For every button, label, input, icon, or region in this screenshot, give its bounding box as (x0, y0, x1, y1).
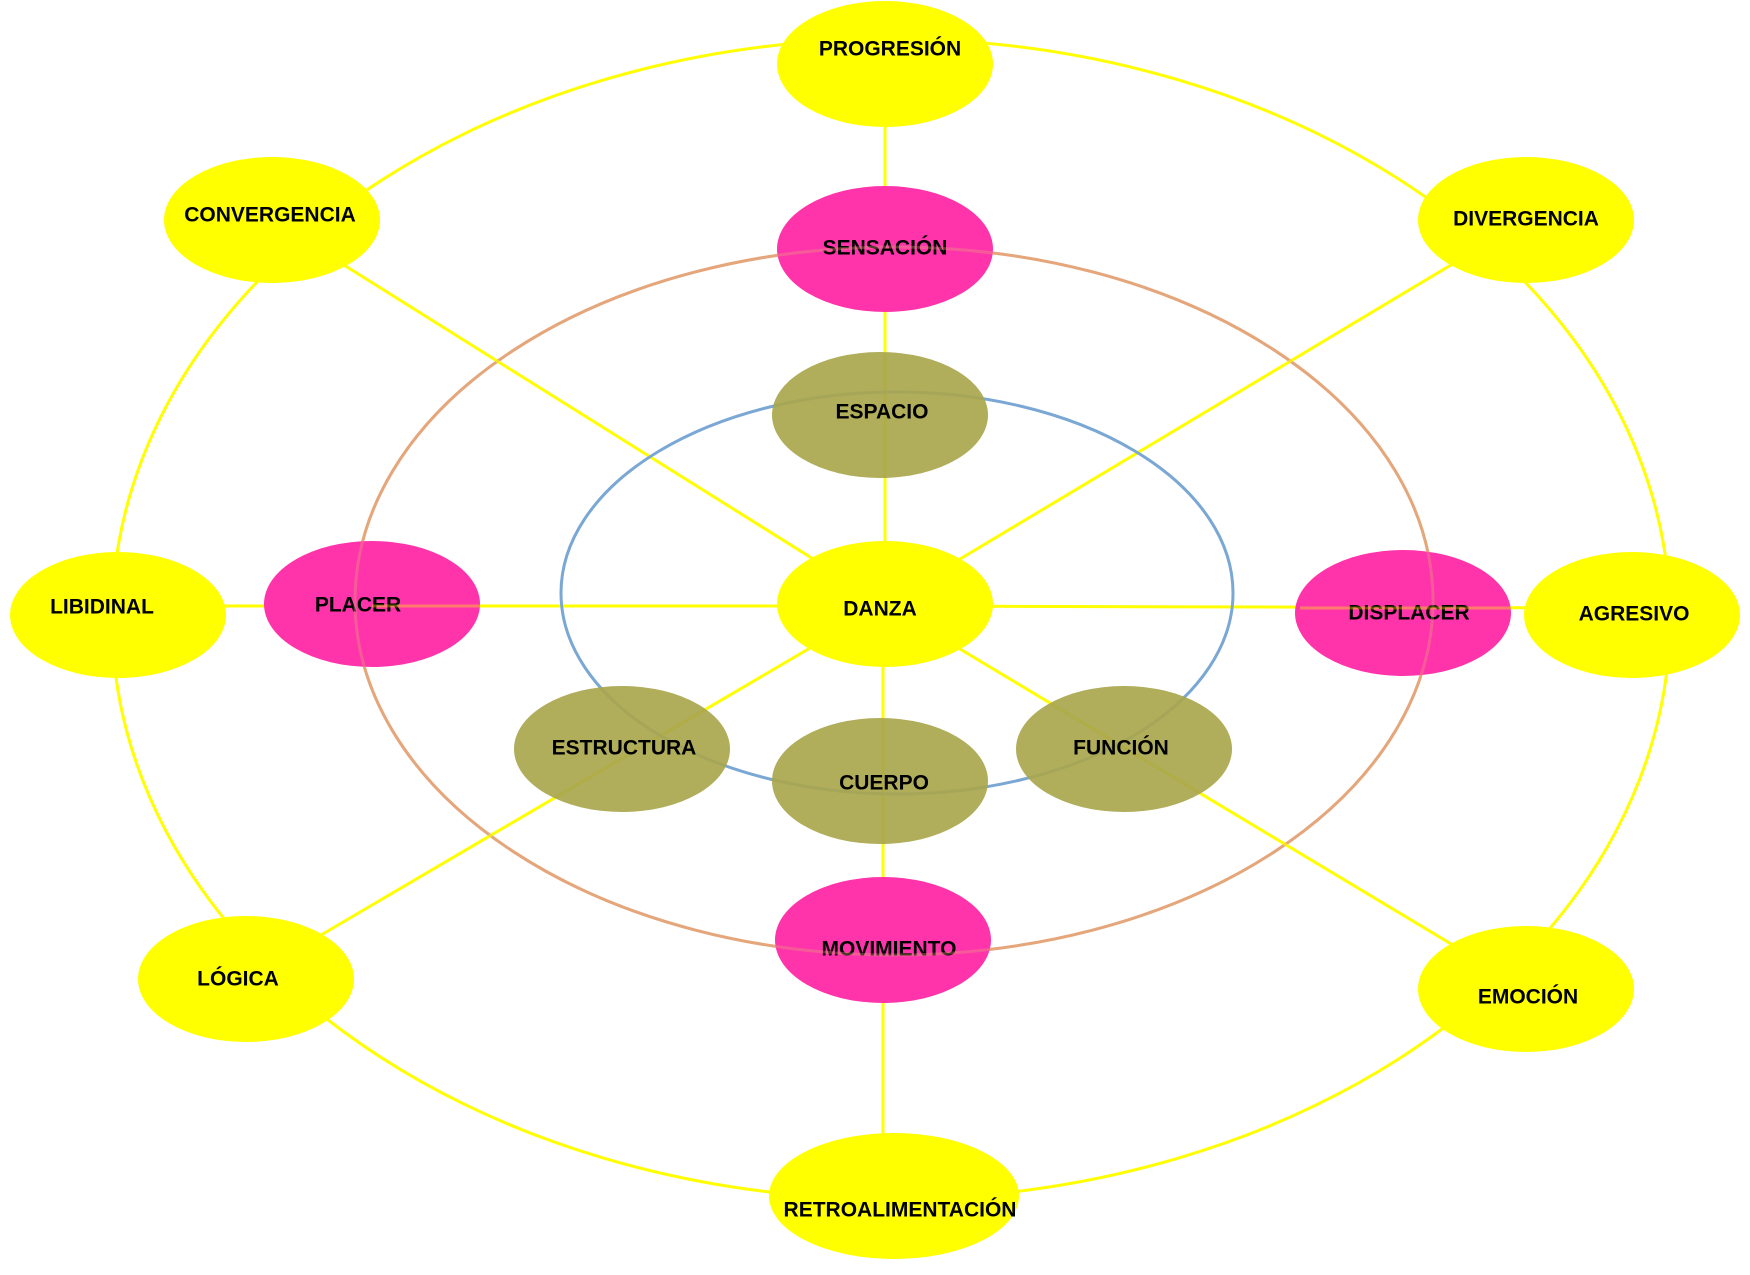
middle-nodes: SENSACIÓN PLACER DISPLACER MOVIMIENTO (264, 186, 1511, 1003)
inner-nodes: ESPACIO ESTRUCTURA CUERPO FUNCIÓN (514, 352, 1232, 844)
node-displacer[interactable]: DISPLACER (1295, 550, 1511, 676)
node-label: LÓGICA (197, 967, 279, 991)
node-progresion[interactable]: PROGRESIÓN (777, 1, 993, 127)
node-danza[interactable]: DANZA (777, 541, 993, 667)
node-sensacion[interactable]: SENSACIÓN (777, 186, 993, 312)
node-funcion[interactable]: FUNCIÓN (1016, 686, 1232, 812)
outer-nodes: PROGRESIÓN CONVERGENCIA DIVERGENCIA LIBI… (10, 1, 1740, 1259)
node-label: FUNCIÓN (1073, 736, 1169, 760)
node-espacio[interactable]: ESPACIO (772, 352, 988, 478)
node-label: CUERPO (839, 772, 929, 795)
node-label: AGRESIVO (1579, 603, 1690, 626)
node-label: DISPLACER (1348, 602, 1469, 625)
node-estructura[interactable]: ESTRUCTURA (514, 686, 730, 812)
node-label: DANZA (843, 598, 917, 621)
spoke-agresivo (884, 604, 1633, 610)
spoke-convergencia (271, 218, 886, 606)
node-label: DIVERGENCIA (1453, 208, 1599, 231)
node-label: MOVIMIENTO (822, 938, 957, 961)
node-label: ESTRUCTURA (552, 737, 697, 760)
spoke-emocion (884, 602, 1527, 991)
node-logica[interactable]: LÓGICA (138, 916, 354, 1042)
node-divergencia[interactable]: DIVERGENCIA (1418, 157, 1634, 283)
spokes (118, 64, 1633, 1196)
node-convergencia[interactable]: CONVERGENCIA (164, 157, 380, 283)
node-label: ESPACIO (836, 401, 929, 424)
node-label: LIBIDINAL (50, 596, 154, 619)
node-label: RETROALIMENTACIÓN (784, 1198, 1017, 1222)
node-libidinal[interactable]: LIBIDINAL (10, 552, 226, 678)
node-label: SENSACIÓN (823, 236, 948, 260)
spoke-divergencia (884, 218, 1527, 606)
node-label: CONVERGENCIA (184, 204, 356, 227)
node-cuerpo[interactable]: CUERPO (772, 718, 988, 844)
ring-overlay (353, 245, 1511, 957)
node-label: PROGRESIÓN (819, 37, 961, 61)
node-agresivo[interactable]: AGRESIVO (1524, 552, 1740, 678)
node-label: EMOCIÓN (1478, 985, 1578, 1009)
node-retroalimentacion[interactable]: RETROALIMENTACIÓN (769, 1133, 1019, 1259)
node-placer[interactable]: PLACER (264, 541, 480, 667)
node-emocion[interactable]: EMOCIÓN (1418, 926, 1634, 1052)
node-label: PLACER (315, 594, 401, 617)
node-movimiento[interactable]: MOVIMIENTO (775, 877, 991, 1003)
